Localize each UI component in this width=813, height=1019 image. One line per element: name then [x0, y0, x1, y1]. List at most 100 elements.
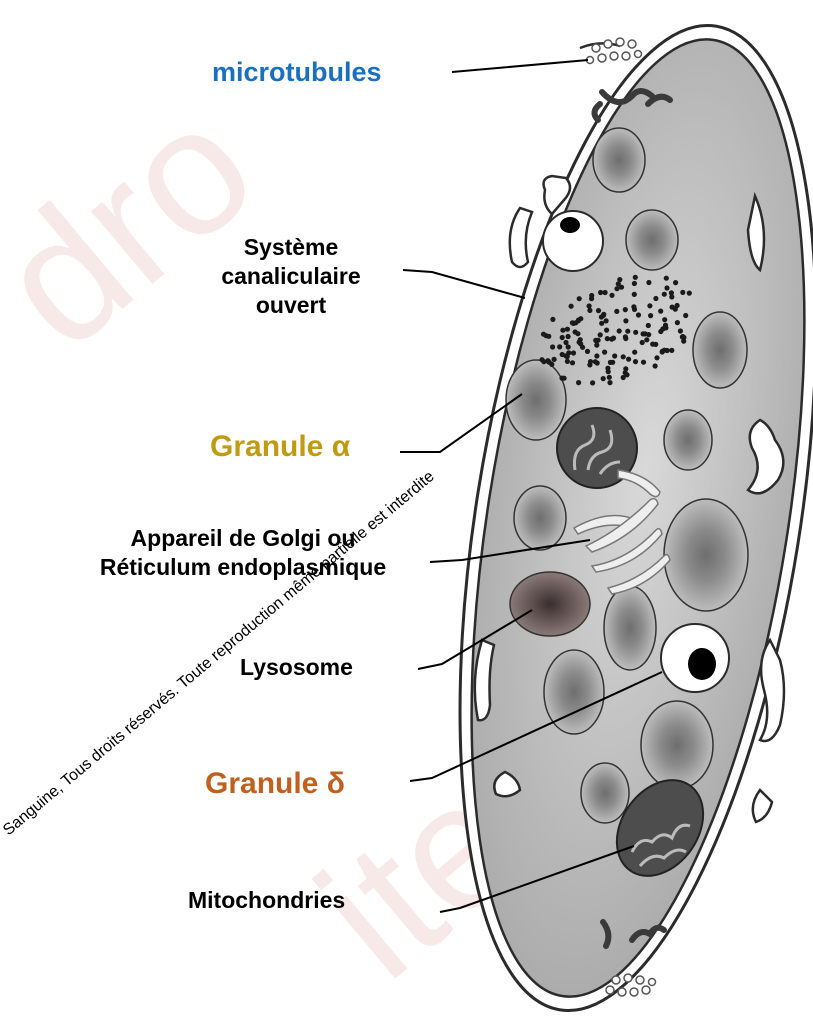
cluster-dot: [646, 332, 651, 337]
dense-granule-lower: [661, 624, 729, 692]
cluster-dot: [547, 360, 552, 365]
cluster-dot: [631, 304, 636, 309]
cluster-dot: [565, 327, 570, 332]
cluster-dot: [566, 350, 571, 355]
cluster-dot: [550, 344, 555, 349]
label-canalicular-line-2: canaliculaire: [216, 262, 366, 291]
lysosome: [510, 572, 590, 636]
cluster-dot: [669, 294, 674, 299]
cluster-dot: [654, 355, 659, 360]
cluster-dot: [587, 308, 592, 313]
cluster-dot: [575, 331, 580, 336]
cluster-dot: [681, 339, 686, 344]
cluster-dot: [604, 318, 609, 323]
cluster-dot: [560, 328, 565, 333]
cluster-dot: [539, 357, 544, 362]
cluster-dot: [664, 285, 669, 290]
cluster-dot: [633, 359, 638, 364]
cluster-dot: [673, 280, 678, 285]
microtubules-top: [587, 38, 642, 64]
cluster-dot: [569, 304, 574, 309]
cluster-dot: [623, 307, 628, 312]
cluster-dot: [669, 348, 674, 353]
cluster-dot: [675, 320, 680, 325]
cluster-dot: [607, 375, 612, 380]
cluster-dot: [596, 308, 601, 313]
label-golgi-line-1: Appareil de Golgi ou: [8, 524, 478, 553]
cluster-dot: [614, 309, 619, 314]
cluster-dot: [594, 338, 599, 343]
cluster-dot: [646, 323, 651, 328]
cluster-dot: [608, 360, 613, 365]
cluster-dot: [683, 313, 688, 318]
cluster-dot: [670, 305, 675, 310]
label-canalicular-line-3: ouvert: [216, 291, 366, 320]
cluster-dot: [598, 332, 603, 337]
label-microtubules: microtubules: [212, 56, 382, 90]
cluster-dot: [633, 330, 638, 335]
cluster-dot: [644, 337, 649, 342]
cluster-dot: [566, 344, 571, 349]
cluster-dot: [687, 291, 692, 296]
cluster-dot: [626, 357, 631, 362]
cluster-dot: [663, 323, 668, 328]
label-lysosome: Lysosome: [240, 653, 353, 682]
cluster-dot: [609, 293, 614, 298]
cluster-dot: [550, 317, 555, 322]
cluster-dot: [662, 317, 667, 322]
cluster-dot: [678, 328, 683, 333]
cluster-dot: [599, 321, 604, 326]
cluster-dot: [571, 350, 576, 355]
cluster-dot: [603, 290, 608, 295]
cluster-dot: [675, 303, 680, 308]
cluster-dot: [612, 353, 617, 358]
label-open-canalicular-system: Système canaliculaire ouvert: [216, 233, 366, 319]
cluster-dot: [541, 332, 546, 337]
cluster-dot: [604, 328, 609, 333]
cluster-dot: [660, 349, 665, 354]
cluster-dot: [641, 360, 646, 365]
cluster-dot: [653, 363, 658, 368]
label-mitochondria: Mitochondries: [188, 886, 345, 915]
cluster-dot: [562, 376, 567, 381]
cluster-dot: [602, 350, 607, 355]
cluster-dot: [623, 318, 628, 323]
label-golgi-line-2: Réticulum endoplasmique: [8, 553, 478, 582]
cluster-dot: [647, 303, 652, 308]
cluster-dot: [587, 362, 592, 367]
cluster-dot: [578, 316, 583, 321]
cluster-dot: [585, 349, 590, 354]
cluster-dot: [565, 359, 570, 364]
cluster-dot: [633, 275, 638, 280]
cluster-dot: [632, 281, 637, 286]
cluster-dot: [601, 312, 606, 317]
cluster-dot: [664, 276, 669, 281]
cluster-dot: [593, 359, 598, 364]
cluster-dot: [560, 335, 565, 340]
cluster-dot: [609, 337, 614, 342]
cluster-dot: [625, 329, 630, 334]
cluster-dot: [621, 354, 626, 359]
cluster-dot: [614, 286, 619, 291]
cluster-dot: [560, 352, 565, 357]
cluster-dot: [590, 380, 595, 385]
cluster-dot: [594, 353, 599, 358]
cluster-dot: [566, 334, 571, 339]
cluster-dot: [576, 380, 581, 385]
label-granule-alpha: Granule α: [210, 428, 350, 466]
cluster-dot: [606, 369, 611, 374]
cluster-dot: [617, 277, 622, 282]
cluster-dot: [650, 342, 655, 347]
cluster-dot: [648, 313, 653, 318]
cluster-dot: [640, 340, 645, 345]
cluster-dot: [641, 331, 646, 336]
cluster-dot: [570, 320, 575, 325]
cluster-dot: [577, 340, 582, 345]
cluster-dot: [658, 309, 663, 314]
cluster-dot: [623, 366, 628, 371]
cluster-dot: [577, 296, 582, 301]
cluster-dot: [587, 303, 592, 308]
cluster-dot: [662, 292, 667, 297]
cluster-dot: [563, 340, 568, 345]
